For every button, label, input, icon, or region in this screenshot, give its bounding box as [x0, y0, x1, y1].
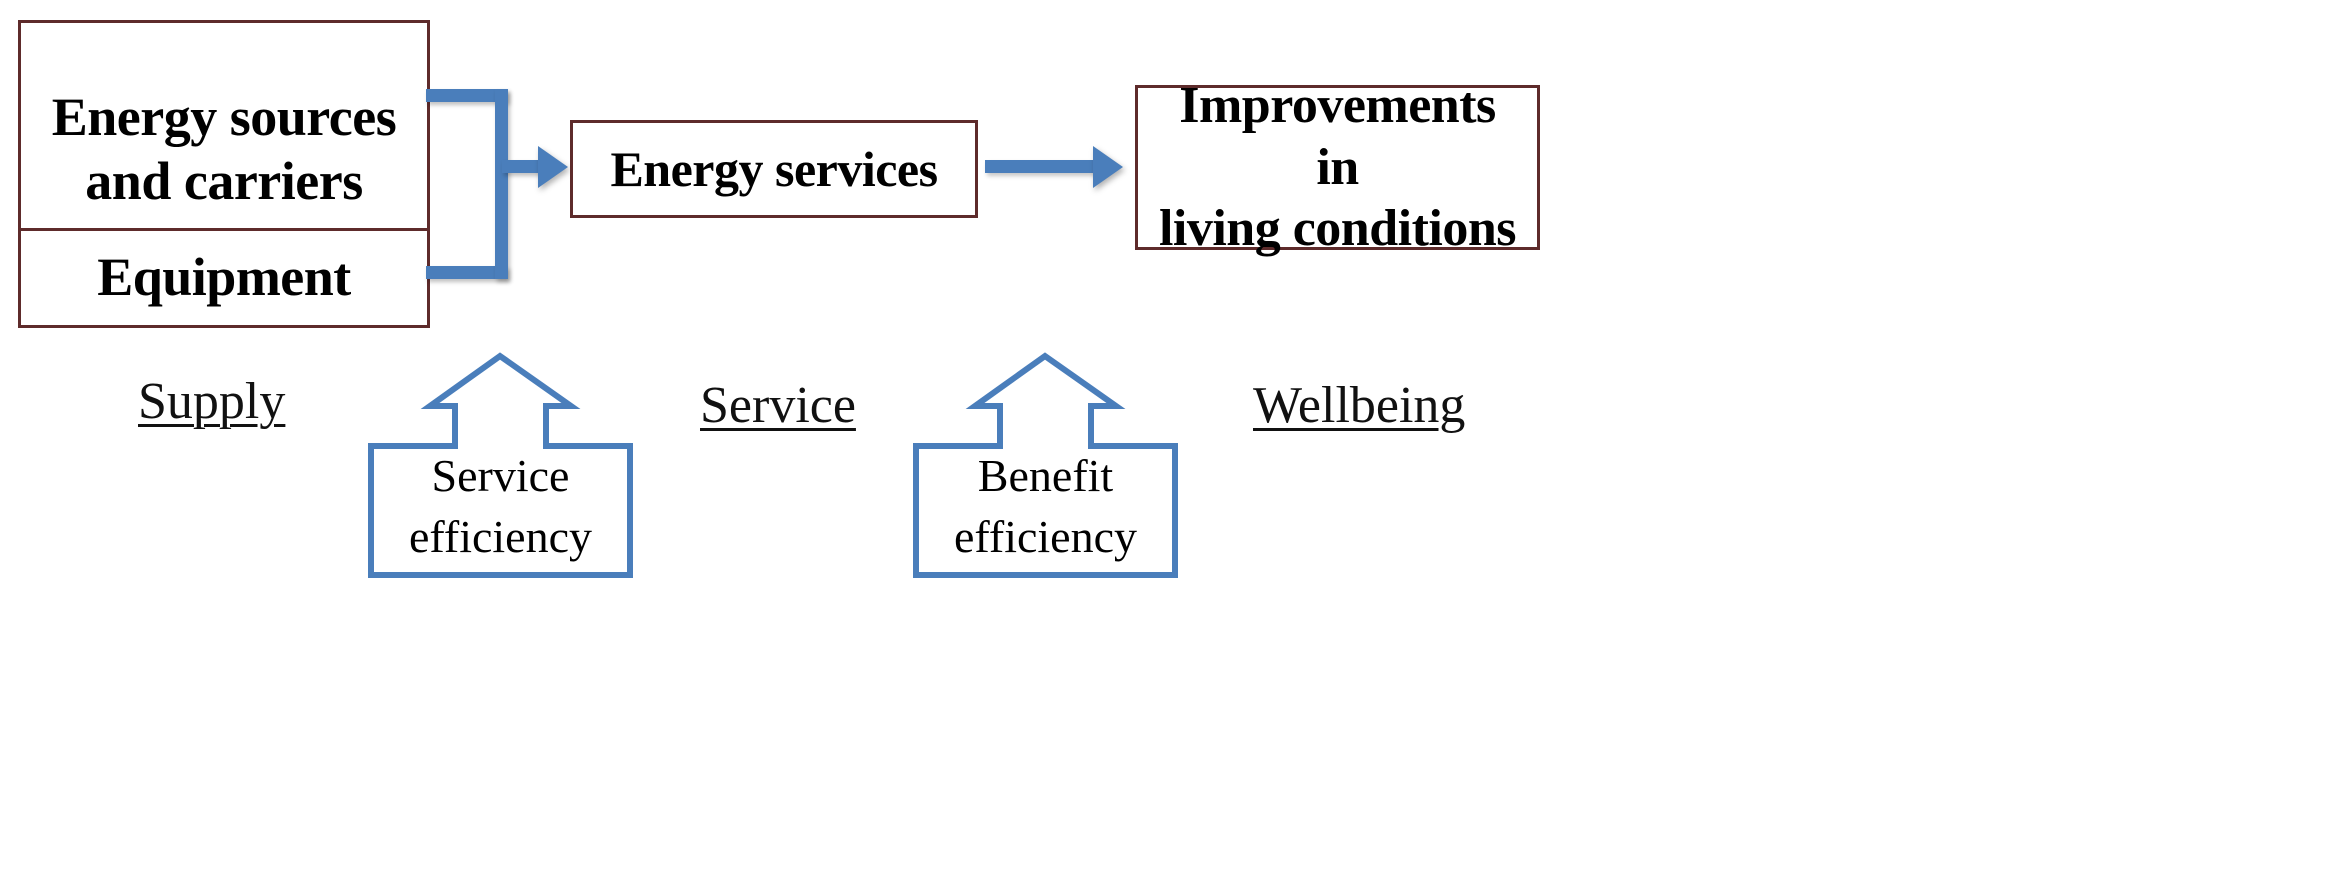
stage-label-wellbeing: Wellbeing — [1253, 377, 1466, 434]
connector-top-horizontal — [426, 89, 508, 102]
box-energy-services: Energy services — [570, 120, 978, 218]
box-equipment-label: Equipment — [97, 247, 351, 308]
box-energy-sources-line1: Energy sources — [51, 87, 397, 148]
stage-label-service: Service — [700, 377, 856, 434]
connector-vertical-join — [495, 89, 508, 279]
connector-services-to-improvements-shaft — [985, 160, 1095, 173]
box-improvements-line2: living conditions — [1158, 200, 1517, 258]
connector-arrow-stem — [502, 160, 542, 173]
callout-benefit-efficiency: Benefit efficiency — [913, 350, 1178, 580]
arrowhead-to-improvements-icon — [1093, 146, 1123, 188]
up-arrow-callout-shape-icon — [913, 352, 1178, 578]
arrowhead-to-energy-services-icon — [538, 146, 568, 188]
up-arrow-callout-shape-icon — [368, 352, 633, 578]
stage-label-supply: Supply — [138, 373, 286, 430]
callout-service-efficiency: Service efficiency — [368, 350, 633, 580]
connector-bottom-horizontal — [426, 266, 508, 279]
box-energy-services-label: Energy services — [610, 140, 938, 197]
box-energy-sources-line2: and carriers — [85, 151, 363, 211]
box-improvements-line1: Improvements in — [1179, 77, 1496, 196]
box-equipment: Equipment — [18, 228, 430, 328]
